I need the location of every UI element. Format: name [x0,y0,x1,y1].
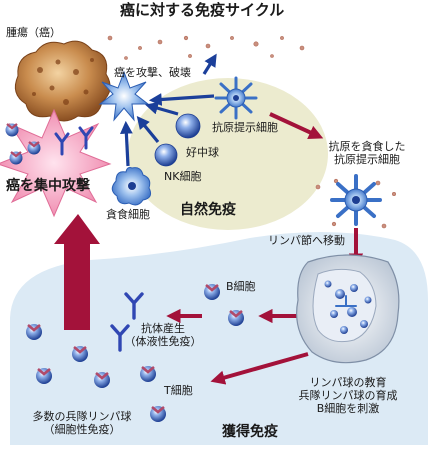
antibodies-produced [110,292,144,352]
apc-cell [214,76,258,120]
concentrated-attack-arrow [54,214,100,330]
activated-apc-label-line2: 抗原提示細胞 [334,153,400,166]
attack-destroy-label: 癌を攻撃、破壊 [114,66,191,79]
antibody-production-label-line1: 抗体産生 [141,322,185,335]
apc-label: 抗原提示細胞 [212,121,278,134]
macrophage-label: 貪食細胞 [106,208,150,221]
neutrophil-label: 好中球 [186,146,219,159]
b-cells [204,284,244,326]
antibodies-attacking [54,126,94,156]
lymphocyte-education-label: リンパ球の教育 兵隊リンパ球の育成 B細胞を刺激 [290,376,406,415]
innate-attack-arrows [119,53,217,167]
soldier-lymphocytes [26,324,166,422]
innate-immunity-label: 自然免疫 [180,202,236,218]
particles [107,35,396,229]
soldier-lymphocytes-line2: （細胞性免疫） [43,423,121,436]
activated-apc-label: 抗原を貪食した 抗原提示細胞 [312,140,422,166]
lymph-node [296,254,400,364]
antibody-production-label: 抗体産生 （体液性免疫） [122,322,204,348]
tumor-label: 腫瘍（癌） [6,26,61,39]
soldier-lymphocytes-line1: 多数の兵隊リンパ球 [32,410,132,423]
nk-cell [154,143,178,167]
lymphocytes-attacking [5,123,41,165]
move-to-lymph-node-label: リンパ節へ移動 [268,234,345,247]
antibody-production-label-line2: （体液性免疫） [124,335,202,348]
lymphocyte-education-line2: 兵隊リンパ球の育成 [298,389,398,402]
macrophage-cell [111,167,151,206]
activated-apc-cell [330,174,382,226]
lymphocyte-education-line3: B細胞を刺激 [316,402,380,415]
soldier-lymphocytes-label: 多数の兵隊リンパ球 （細胞性免疫） [22,410,142,436]
activated-apc-label-line1: 抗原を貪食した [328,140,406,153]
b-cell-label: B細胞 [226,280,256,293]
acquired-immunity-label: 獲得免疫 [222,424,278,440]
tumor-mass [14,40,111,122]
nk-cell-label: NK細胞 [164,170,202,183]
diagram-title: 癌に対する免疫サイクル [120,1,285,19]
lymphocyte-education-line1: リンパ球の教育 [309,376,387,389]
destroyed-tumor-cell [98,70,150,122]
t-cell-label: T細胞 [164,384,193,397]
neutrophil-cell [175,113,201,139]
concentrated-attack-label: 癌を集中攻撃 [6,178,90,194]
